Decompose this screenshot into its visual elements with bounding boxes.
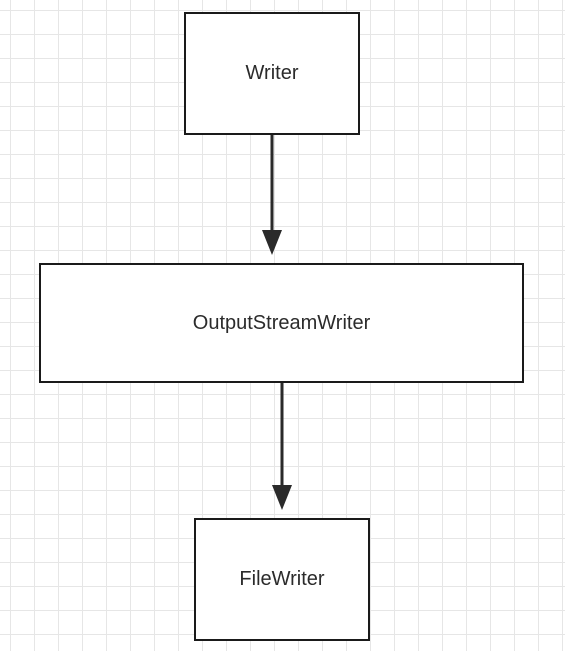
node-writer[interactable]: Writer xyxy=(184,12,360,135)
node-label: Writer xyxy=(245,62,299,84)
arrowhead-icon xyxy=(262,230,282,255)
edge-outputstreamwriter-to-filewriter xyxy=(272,383,292,510)
arrowhead-icon xyxy=(272,485,292,510)
node-outputstreamwriter[interactable]: OutputStreamWriter xyxy=(39,263,524,383)
node-filewriter[interactable]: FileWriter xyxy=(194,518,370,641)
node-label: FileWriter xyxy=(239,568,325,590)
node-label: OutputStreamWriter xyxy=(192,311,371,334)
edge-writer-to-outputstreamwriter xyxy=(262,135,282,255)
